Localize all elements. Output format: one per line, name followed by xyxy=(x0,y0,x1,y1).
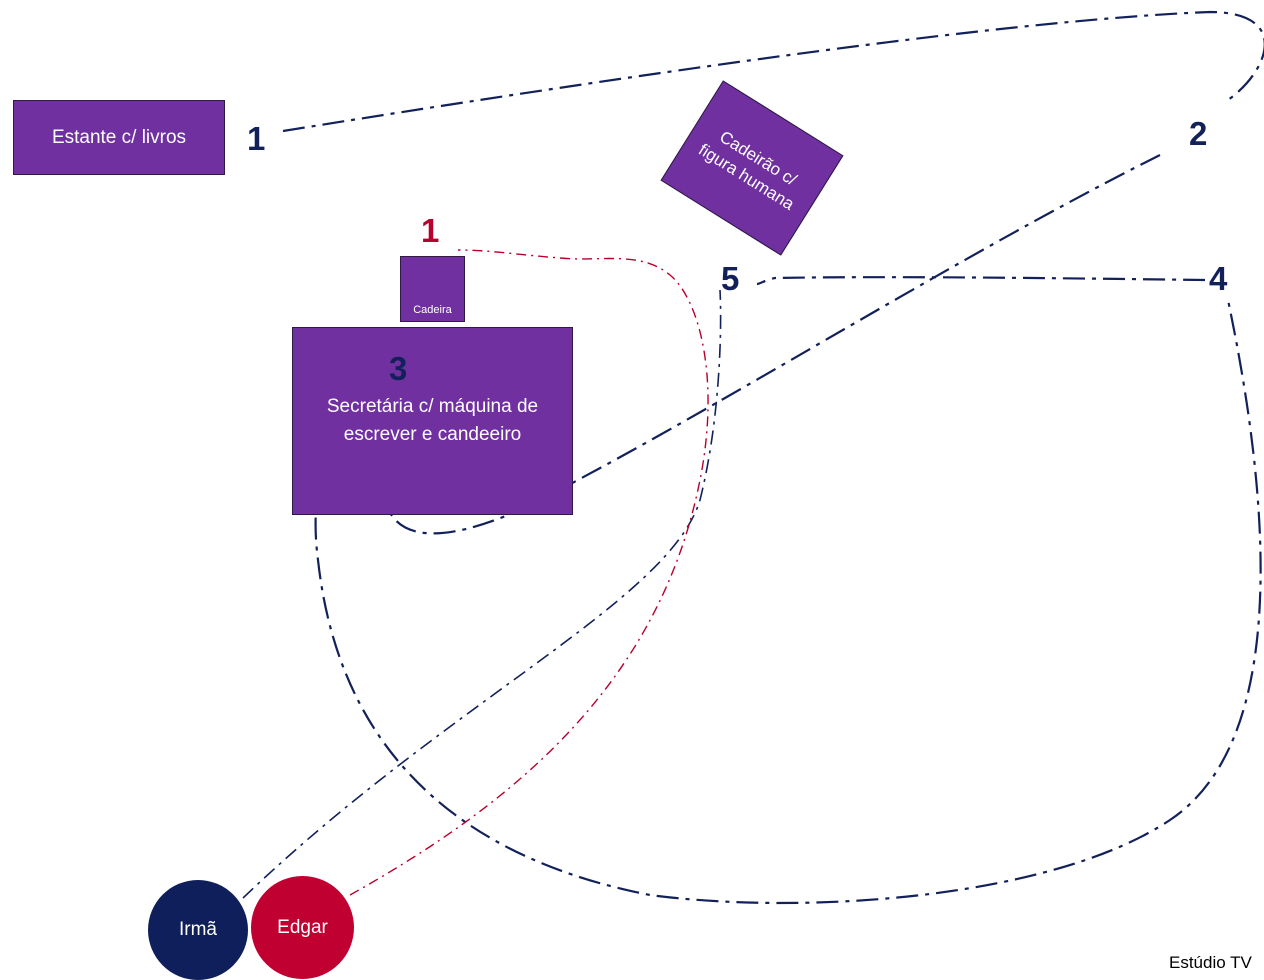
irma-path-start-to-1 xyxy=(242,289,722,899)
actor-edgar: Edgar xyxy=(251,876,354,979)
actor-irma-label: Irmã xyxy=(179,919,217,940)
studio-caption: Estúdio TV xyxy=(1169,953,1252,972)
estante-label: Estante c/ livros xyxy=(51,126,187,148)
cadeira-box: Cadeira xyxy=(400,256,465,322)
irma-position-5: 5 xyxy=(721,260,740,297)
irma-position-4: 4 xyxy=(1209,260,1228,297)
irma-path-3-to-4 xyxy=(314,299,1262,905)
estante-box: Estante c/ livros xyxy=(13,100,225,175)
irma-path-1-to-2 xyxy=(282,10,1264,133)
irma-path-4-to-5 xyxy=(756,276,1206,286)
cadeirao-label: Cadeirão c/ figura humana xyxy=(695,127,800,214)
irma-position-3: 3 xyxy=(389,350,408,387)
edgar-path xyxy=(349,249,709,896)
actor-irma: Irmã xyxy=(148,880,248,980)
irma-position-2: 2 xyxy=(1189,115,1208,152)
secretaria-box: Secretária c/ máquina de escrever e cand… xyxy=(292,327,573,515)
actor-edgar-label: Edgar xyxy=(277,916,328,938)
edgar-position-1: 1 xyxy=(421,212,440,249)
cadeira-label: Cadeira xyxy=(413,304,452,316)
secretaria-label: Secretária c/ máquina de escrever e cand… xyxy=(326,396,539,445)
irma-position-1: 1 xyxy=(247,120,266,157)
